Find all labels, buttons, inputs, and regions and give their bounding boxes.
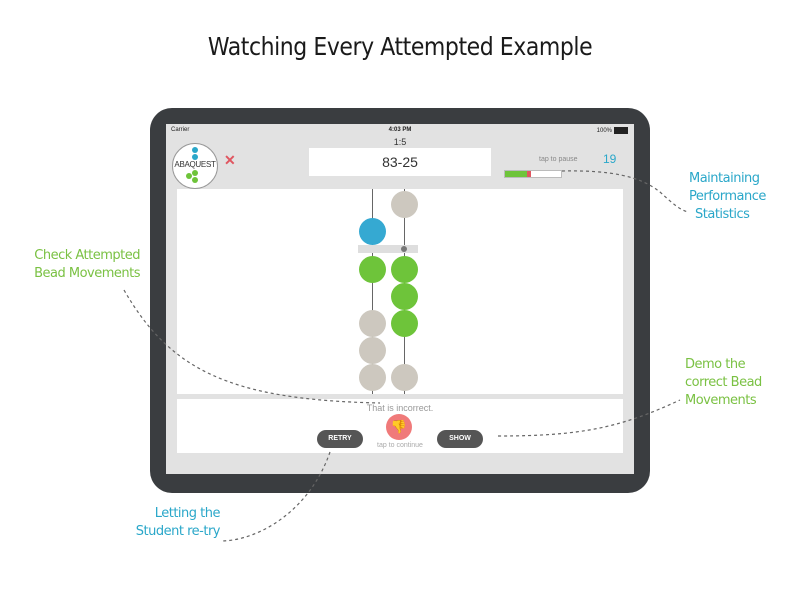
abacus-bead-gray[interactable] [359, 364, 386, 391]
performance-bar [504, 170, 562, 178]
battery-percent: 100% [596, 128, 612, 135]
annotation-demo: Demo the correct Bead Movements [685, 356, 762, 410]
annotation-line: Check Attempted [34, 248, 140, 263]
abacus-bead-blue[interactable] [359, 218, 386, 245]
abacus-bead-green[interactable] [359, 256, 386, 283]
abacus-beam-dot [401, 246, 407, 252]
annotation-line: Student re-try [135, 524, 221, 539]
abacus-bead-green[interactable] [391, 283, 418, 310]
abacus-bead-green[interactable] [391, 310, 418, 337]
status-battery: 100% [597, 127, 628, 134]
logo-dot [192, 154, 198, 160]
abacus-bead-gray[interactable] [359, 337, 386, 364]
battery-icon [614, 127, 628, 134]
annotation-performance: Maintaining Performance Statistics [689, 170, 766, 224]
problem-display: 83-25 [309, 148, 491, 176]
abacus-bead-gray[interactable] [391, 364, 418, 391]
abacus-bead-gray[interactable] [391, 191, 418, 218]
annotation-check: Check Attempted Bead Movements [22, 247, 140, 283]
status-bar: Carrier 4:03 PM 100% [166, 124, 634, 136]
status-carrier: Carrier [171, 127, 190, 133]
pause-button[interactable]: tap to pause [539, 156, 578, 163]
status-time: 4:03 PM [388, 127, 412, 133]
logo-dot [186, 173, 192, 179]
performance-wrong-fill [527, 171, 531, 177]
annotation-line: Performance [689, 189, 766, 204]
performance-correct-fill [505, 171, 527, 177]
page-title: Watching Every Attempted Example [207, 32, 593, 61]
abacus-board [177, 189, 623, 394]
logo-dot [192, 170, 198, 176]
score-counter: 19 [603, 152, 617, 166]
feedback-panel: That is incorrect. 👎 tap to continue RET… [177, 399, 623, 453]
abaquest-logo: ABAQUEST [172, 143, 218, 189]
annotation-line: Bead Movements [34, 266, 140, 281]
close-icon[interactable]: ✕ [224, 152, 236, 168]
level-label: 1:5 [393, 137, 407, 147]
app-screen: Carrier 4:03 PM 100% 1:5 ABAQUEST ✕ 83-2… [166, 124, 634, 474]
annotation-line: Demo the [685, 357, 746, 372]
retry-button[interactable]: RETRY [317, 430, 363, 448]
logo-dot [192, 147, 198, 153]
abacus-beam [358, 245, 418, 253]
abacus-bead-gray[interactable] [359, 310, 386, 337]
continue-label[interactable]: tap to continue [377, 442, 423, 449]
annotation-line: Statistics [695, 207, 750, 222]
thumbs-down-button[interactable]: 👎 [386, 414, 412, 440]
show-button[interactable]: SHOW [437, 430, 483, 448]
annotation-line: Movements [685, 393, 757, 408]
thumbs-down-icon: 👎 [390, 419, 408, 434]
annotation-line: Maintaining [689, 171, 760, 186]
logo-text: ABAQUEST [174, 160, 216, 169]
feedback-message: That is incorrect. [366, 403, 434, 413]
annotation-retry: Letting the Student re-try [122, 505, 221, 541]
logo-dot [192, 177, 198, 183]
abacus-bead-green[interactable] [391, 256, 418, 283]
annotation-line: Letting the [154, 506, 221, 521]
annotation-line: correct Bead [685, 375, 762, 390]
